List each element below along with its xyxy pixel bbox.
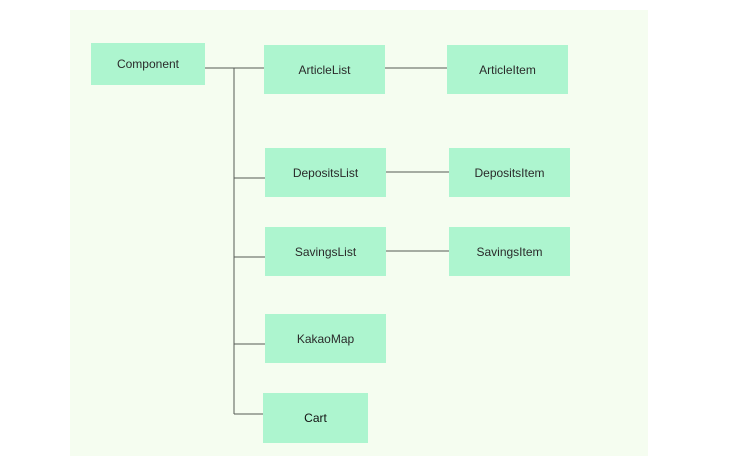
- node-savingsitem: SavingsItem: [449, 227, 570, 276]
- node-depositsitem: DepositsItem: [449, 148, 570, 197]
- node-articlelist: ArticleList: [264, 45, 385, 94]
- node-cart: Cart: [263, 393, 368, 443]
- node-depositslist: DepositsList: [265, 148, 386, 197]
- node-kakaomap: KakaoMap: [265, 314, 386, 363]
- node-savingslist: SavingsList: [265, 227, 386, 276]
- node-articleitem: ArticleItem: [447, 45, 568, 94]
- node-component: Component: [91, 43, 205, 85]
